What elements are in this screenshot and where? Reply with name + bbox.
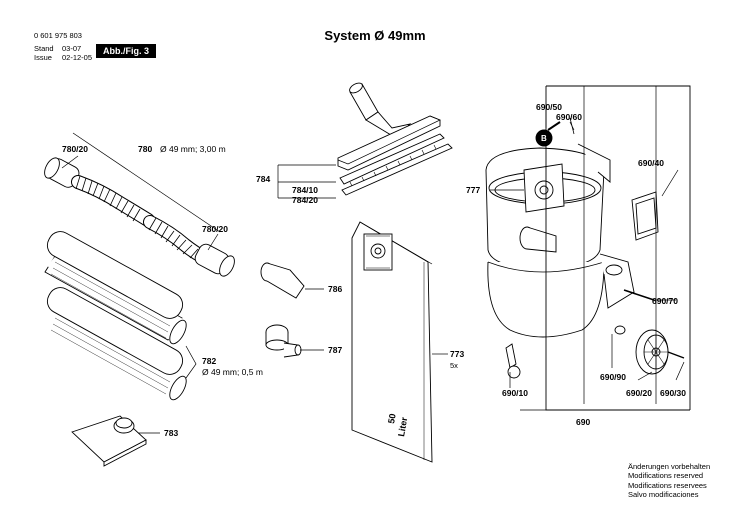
tube-782-illustration [44, 231, 187, 401]
label-783: 783 [164, 428, 178, 438]
label-780: 780 [138, 144, 152, 154]
label-780-20-a: 780/20 [62, 144, 88, 154]
label-690-60: 690/60 [556, 112, 582, 122]
document-number: 0 601 975 803 [34, 31, 82, 40]
label-782: 782 [202, 356, 216, 366]
label-782-desc: Ø 49 mm; 0,5 m [202, 367, 263, 377]
callout-b-marker [535, 129, 553, 147]
label-690-70: 690/70 [652, 296, 678, 306]
issue-date: 02-12-05 [62, 53, 93, 62]
figure-badge: Abb./Fig. 3 [96, 44, 156, 58]
label-787: 787 [328, 345, 342, 355]
label-690-10: 690/10 [502, 388, 528, 398]
adapter-787-illustration [265, 324, 302, 358]
label-784-10: 784/10 [292, 185, 318, 195]
label-773-qty: 5x [450, 361, 458, 370]
vacuum-body-illustration [485, 117, 685, 379]
label-780-20-b: 780/20 [202, 224, 228, 234]
note-line: Änderungen vorbehalten [628, 462, 711, 471]
label-786: 786 [328, 284, 342, 294]
label-690: 690 [576, 417, 590, 427]
label-780-desc: Ø 49 mm; 3,00 m [160, 144, 226, 154]
label-784: 784 [256, 174, 270, 184]
page-title: System Ø 49mm [324, 28, 426, 43]
stand-label: Stand [34, 44, 54, 53]
label-773: 773 [450, 349, 464, 359]
nozzle-783-illustration [71, 415, 147, 467]
issue-label: Issue [34, 53, 52, 62]
reservation-notes: Änderungen vorbehalten Modifications res… [628, 462, 710, 499]
label-690-90: 690/90 [600, 372, 626, 382]
hose-780-illustration [44, 157, 235, 277]
label-690-50: 690/50 [536, 102, 562, 112]
label-777: 777 [466, 185, 480, 195]
note-line: Modifications reserved [628, 471, 704, 481]
label-690-40: 690/40 [638, 158, 664, 168]
note-line: Modifications reservees [628, 480, 707, 490]
floor-nozzle-784-illustration [337, 82, 453, 196]
bag-capacity-number: 50 [386, 413, 398, 425]
filter-bag-773-illustration [351, 221, 433, 463]
note-line: Salvo modificaciones [628, 489, 699, 499]
nozzle-786-illustration [260, 262, 305, 299]
label-b: B [541, 134, 547, 143]
label-690-20: 690/20 [626, 388, 652, 398]
bag-capacity-unit: Liter [396, 416, 409, 437]
stand-mark: 03-07 [62, 44, 82, 53]
label-690-30: 690/30 [660, 388, 686, 398]
label-784-20: 784/20 [292, 195, 318, 205]
